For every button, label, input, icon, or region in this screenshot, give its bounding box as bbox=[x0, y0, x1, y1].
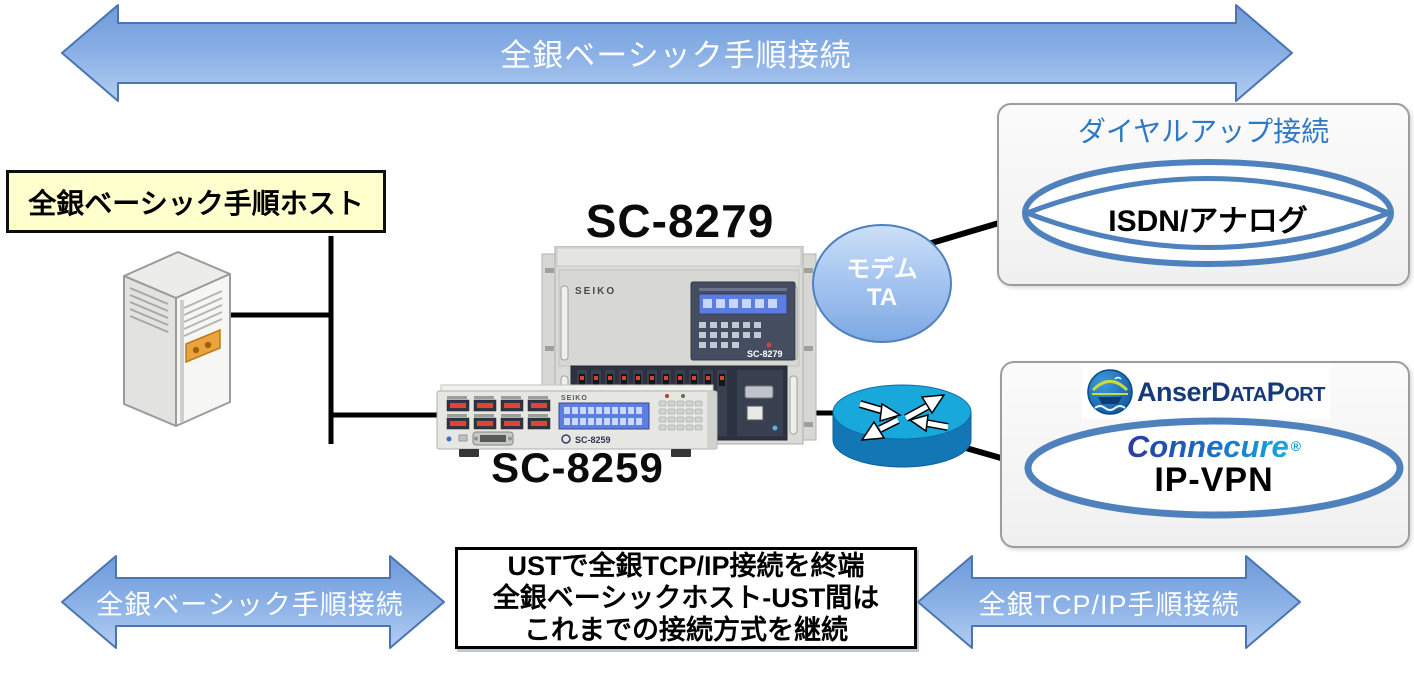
logo-part: ATA bbox=[1230, 383, 1267, 406]
registered-mark: ® bbox=[1290, 437, 1302, 454]
note-line-2: 全銀ベーシックホスト-UST間は bbox=[492, 583, 880, 613]
connecure-line: Connecure® bbox=[1022, 429, 1406, 465]
rack-brand-text: SEIKO bbox=[575, 286, 616, 297]
bottom-right-arrow-label: 全銀TCP/IP手順接続 bbox=[978, 589, 1240, 620]
modem-ta-line1: モデム bbox=[846, 255, 918, 283]
logo-part: P bbox=[1266, 376, 1285, 407]
logo-part: ORT bbox=[1284, 383, 1325, 406]
note-line-1: USTで全銀TCP/IP接続を終端 bbox=[507, 551, 865, 581]
note-line-3: これまでの接続方式を継続 bbox=[524, 615, 848, 645]
vpn-service-block: Connecure® IP-VPN bbox=[1022, 429, 1406, 497]
connecure-label: Connecure bbox=[1126, 429, 1289, 464]
isdn-analog-label: ISDN/アナログ bbox=[1108, 205, 1308, 238]
top-connection-arrow bbox=[61, 4, 1293, 102]
unit-brand-text: SEIKO bbox=[561, 395, 588, 402]
anser-logo-icon bbox=[1087, 369, 1133, 415]
anser-logo-text: AnserDATAPORT bbox=[1137, 377, 1325, 408]
modem-ta-line2: TA bbox=[866, 283, 898, 311]
ust-note-box: USTで全銀TCP/IP接続を終端 全銀ベーシックホスト-UST間は これまでの… bbox=[455, 547, 917, 649]
top-arrow-label: 全銀ベーシック手順接続 bbox=[500, 37, 852, 73]
anser-dataport-logo: AnserDATAPORT bbox=[1082, 365, 1330, 419]
logo-part: Anser bbox=[1137, 376, 1212, 407]
vpn-ellipse-icon bbox=[1024, 417, 1404, 519]
sc8259-unit-icon: SEIKO SC-8259 bbox=[436, 384, 718, 457]
server-tower-icon bbox=[123, 251, 231, 427]
rack-model-label: SC-8279 bbox=[585, 195, 775, 247]
router-icon bbox=[832, 384, 972, 468]
unit-model-label: SC-8259 bbox=[491, 444, 664, 491]
bottom-left-arrow bbox=[61, 555, 445, 649]
network-ellipse-icon bbox=[1022, 159, 1394, 267]
rack-panel-model-text: SC-8279 bbox=[747, 349, 783, 359]
modem-ta-node: モデム TA bbox=[812, 224, 952, 343]
host-label-box: 全銀ベーシック手順ホスト bbox=[6, 170, 386, 233]
logo-part: D bbox=[1211, 376, 1231, 407]
unit-panel-model-text: SC-8259 bbox=[575, 435, 611, 445]
bottom-right-arrow bbox=[917, 555, 1301, 649]
dialup-title: ダイヤルアップ接続 bbox=[1077, 116, 1330, 147]
bottom-left-arrow-label: 全銀ベーシック手順接続 bbox=[96, 589, 404, 620]
ip-vpn-label: IP-VPN bbox=[1154, 461, 1274, 499]
